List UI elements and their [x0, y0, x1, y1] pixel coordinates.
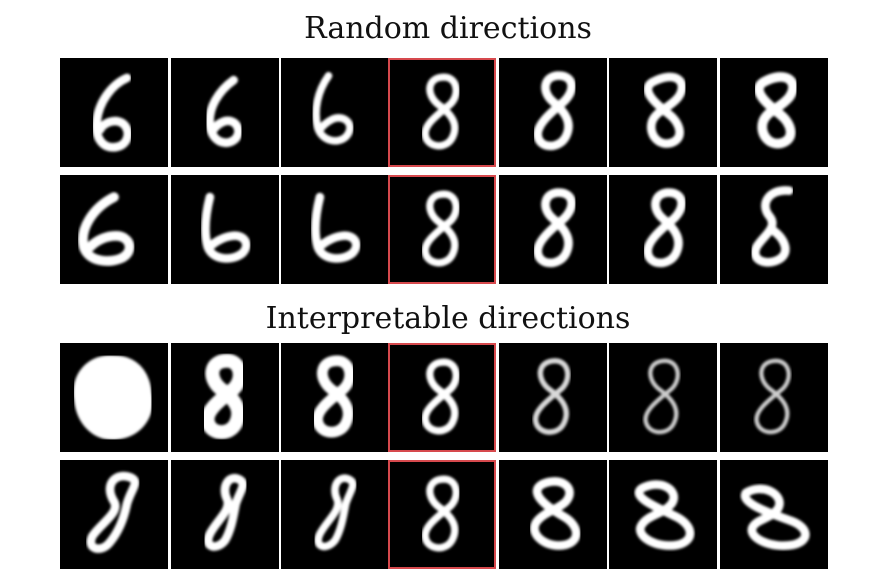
digit-8-glyph [421, 73, 460, 150]
digit-tile [720, 460, 828, 569]
interpretable-directions-row-2 [60, 460, 828, 569]
digit-6-glyph [201, 192, 251, 263]
digit-stroke [312, 355, 356, 438]
digit-8-glyph [421, 475, 460, 552]
digit-stroke [200, 353, 247, 440]
digit-tile [171, 343, 279, 452]
digit-tile [171, 175, 279, 284]
digit-6-glyph [312, 72, 354, 145]
digit-6-glyph [205, 75, 243, 147]
digit-stroke [205, 75, 243, 147]
digit-tile [60, 343, 168, 452]
digit-tile [281, 58, 389, 167]
digit-tile [609, 343, 717, 452]
digit-tile [281, 343, 389, 452]
digit-tile [720, 58, 828, 167]
digit-8-glyph [314, 474, 357, 551]
digit-tile [60, 175, 168, 284]
digit-stroke [86, 471, 140, 553]
digit-8-glyph [86, 471, 140, 553]
digit-stroke [532, 358, 571, 435]
digit-stroke [421, 190, 460, 267]
random-directions-row-2 [60, 175, 828, 284]
digit-stroke [643, 358, 680, 435]
digit-stroke [643, 188, 686, 268]
digit-tile [720, 343, 828, 452]
digit-stroke [754, 358, 791, 435]
digit-8-glyph [203, 474, 248, 551]
highlighted-reference-digit-tile [388, 175, 496, 284]
digit-stroke [530, 477, 581, 550]
digit-stroke [750, 186, 794, 267]
digit-tile [499, 343, 607, 452]
digit-stroke [92, 73, 133, 152]
digit-8-glyph [533, 71, 576, 151]
digit-8-glyph [754, 72, 798, 149]
digit-8-glyph [200, 353, 247, 440]
digit-6-glyph [92, 73, 133, 152]
highlighted-reference-digit-tile [388, 460, 496, 569]
digit-8-glyph [740, 484, 810, 550]
digit-8-glyph [643, 72, 687, 148]
highlighted-reference-digit-tile [388, 58, 496, 167]
digit-tile [609, 460, 717, 569]
digit-stroke [754, 72, 798, 149]
digit-stroke [421, 73, 460, 150]
digit-8-glyph [73, 355, 153, 440]
digit-stroke [643, 72, 687, 148]
digit-8-glyph [312, 355, 356, 438]
digit-tile [281, 175, 389, 284]
digit-8-glyph [643, 188, 686, 268]
digit-stroke [634, 480, 695, 550]
digit-stroke [203, 474, 248, 551]
digit-stroke [421, 475, 460, 552]
digit-8-glyph [532, 358, 571, 435]
interpretable-directions-row-1 [60, 343, 828, 452]
digit-6-glyph [311, 192, 361, 263]
digit-tile [281, 460, 389, 569]
digit-tile [60, 58, 168, 167]
digit-6-glyph [78, 192, 135, 266]
highlighted-reference-digit-tile [388, 343, 496, 452]
interpretable-directions-title: Interpretable directions [265, 301, 631, 336]
digit-stroke [312, 72, 354, 145]
digit-8-glyph [643, 358, 680, 435]
digit-stroke [73, 355, 153, 440]
digit-stroke [201, 192, 251, 263]
digit-8-glyph [533, 188, 576, 268]
digit-tile [499, 460, 607, 569]
digit-tile [171, 460, 279, 569]
digit-tile [609, 175, 717, 284]
digit-stroke [311, 192, 361, 263]
digit-8-glyph [750, 186, 794, 267]
digit-8-glyph [754, 358, 791, 435]
digit-stroke [314, 474, 357, 551]
digit-8-glyph [421, 358, 460, 435]
digit-tile [60, 460, 168, 569]
digit-tile [499, 58, 607, 167]
digit-stroke [533, 188, 576, 268]
digit-stroke [740, 484, 810, 550]
random-directions-title: Random directions [304, 11, 592, 46]
digit-stroke [421, 358, 460, 435]
digit-8-glyph [530, 477, 581, 550]
digit-8-glyph [634, 480, 695, 550]
random-directions-row-1 [60, 58, 828, 167]
digit-tile [499, 175, 607, 284]
digit-tile [609, 58, 717, 167]
digit-tile [171, 58, 279, 167]
digit-tile [720, 175, 828, 284]
digit-8-glyph [421, 190, 460, 267]
digit-stroke [78, 192, 135, 266]
digit-stroke [533, 71, 576, 151]
